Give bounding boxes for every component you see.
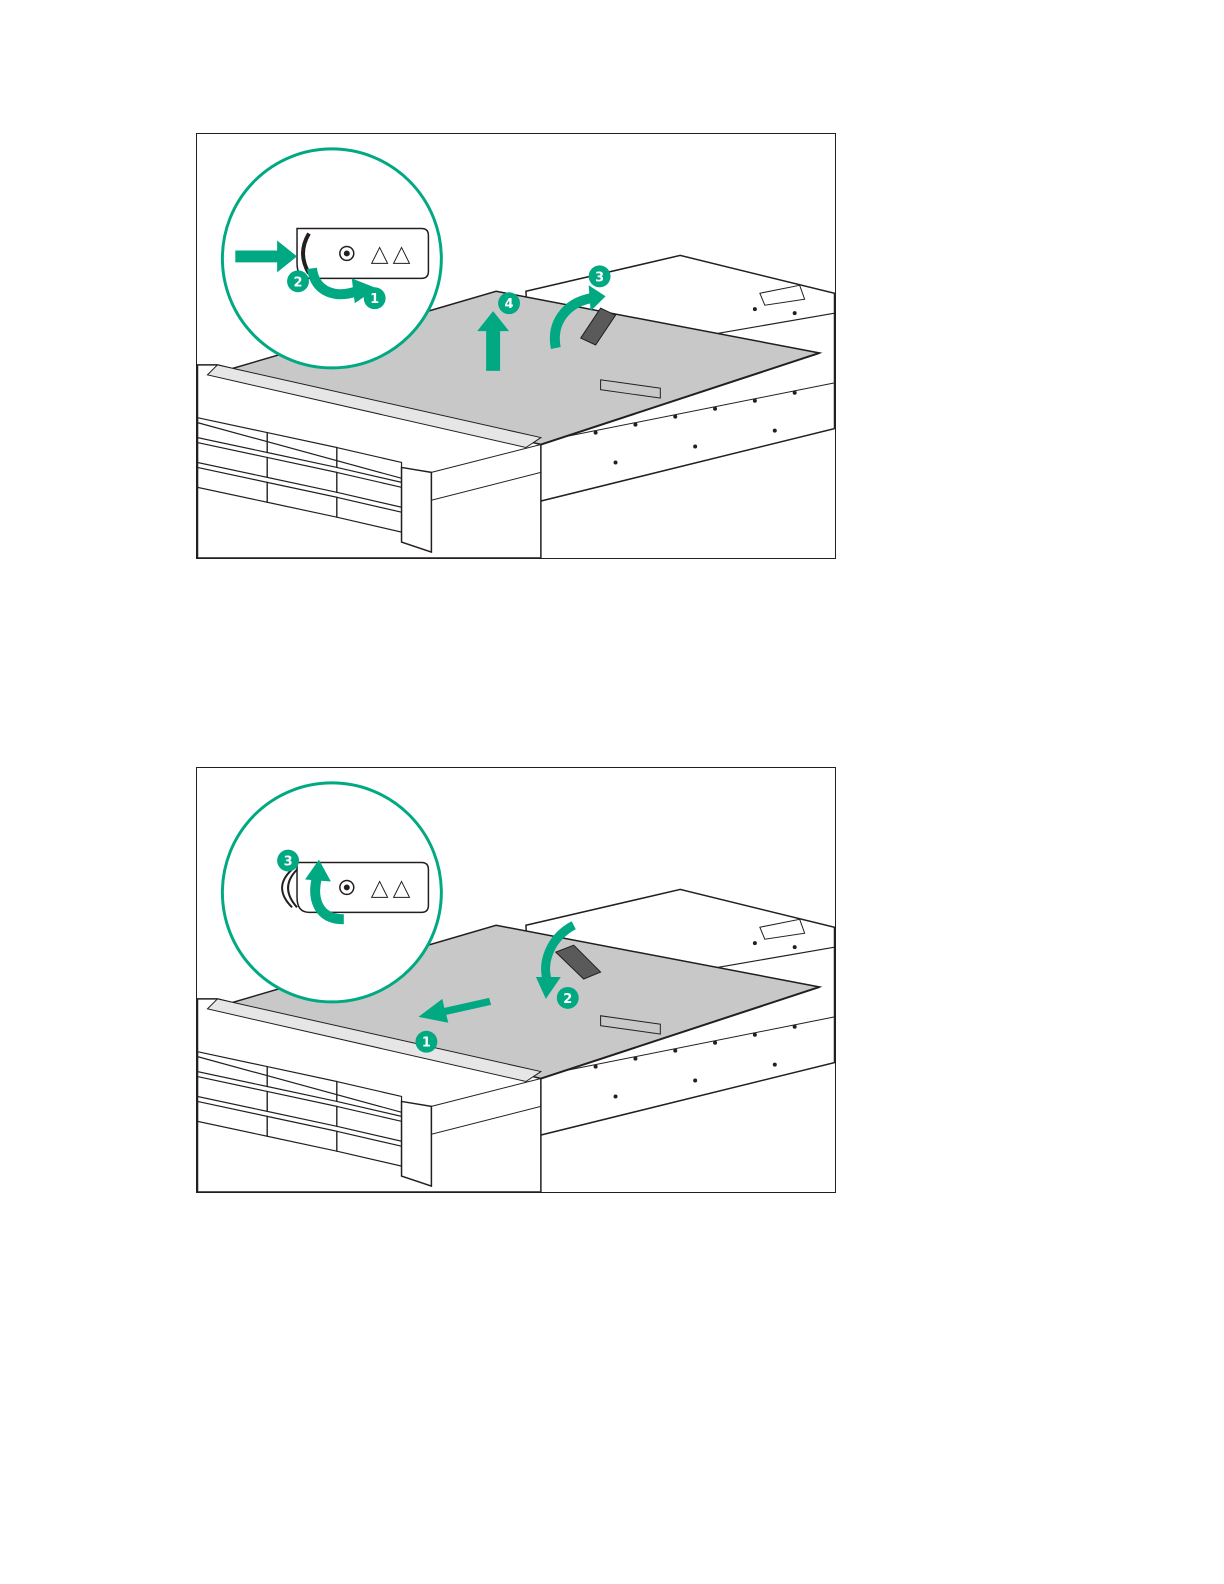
server-illustration: 1 2 3 <box>197 768 835 1192</box>
figure-install-access-panel: 1 2 3 <box>196 767 836 1193</box>
figure-remove-access-panel: 3 4 1 2 <box>196 133 836 559</box>
server-illustration: 3 4 1 2 <box>197 134 835 558</box>
svg-text:2: 2 <box>563 992 572 1007</box>
svg-text:1: 1 <box>370 292 379 307</box>
svg-text:1: 1 <box>422 1036 431 1051</box>
svg-text:2: 2 <box>294 275 303 290</box>
callout-3: 3 <box>277 850 299 872</box>
detail-magnifier: 1 2 <box>222 149 441 368</box>
callout-1: 1 <box>415 1031 437 1053</box>
callout-2: 2 <box>287 270 309 292</box>
callout-1: 1 <box>364 287 386 309</box>
svg-text:4: 4 <box>505 297 514 312</box>
callout-3: 3 <box>589 265 611 287</box>
detail-magnifier: 3 <box>222 783 441 1002</box>
callout-4: 4 <box>498 292 520 314</box>
callout-2: 2 <box>557 987 579 1009</box>
svg-text:3: 3 <box>595 270 604 285</box>
svg-text:3: 3 <box>284 855 293 870</box>
